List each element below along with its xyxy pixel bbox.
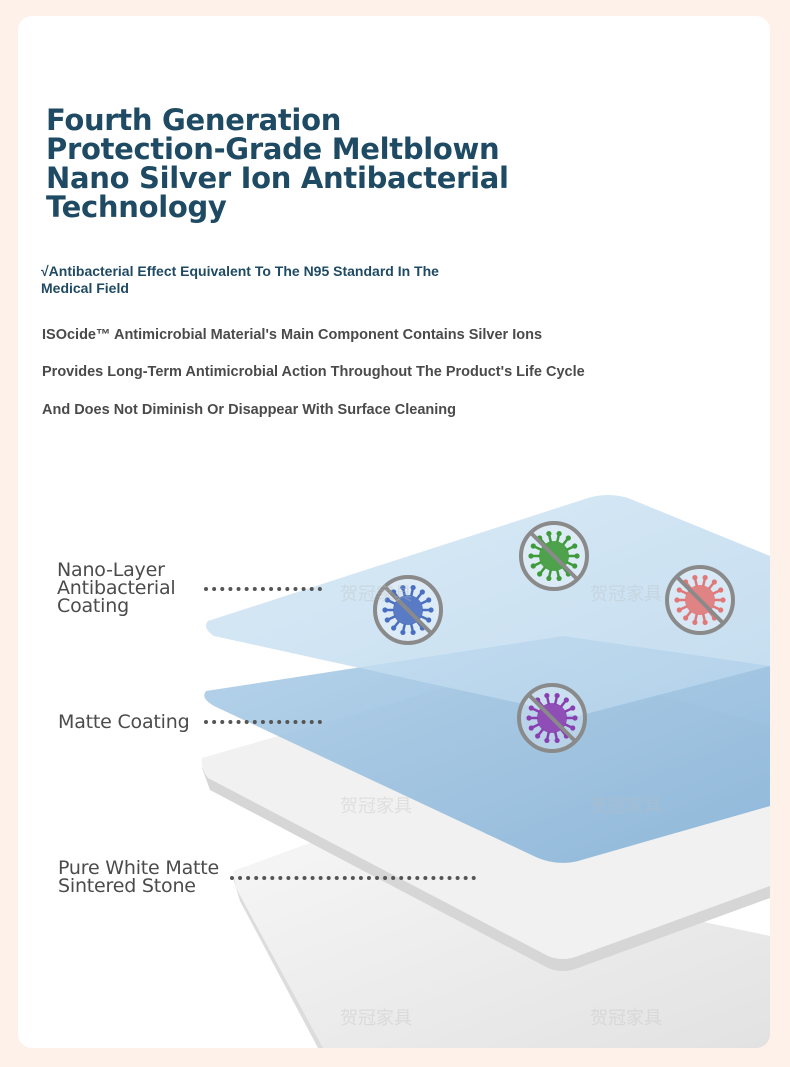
description-line-1: ISOcide™ Antimicrobial Material's Main C… — [42, 327, 543, 343]
matte-coating-leader-line — [204, 720, 322, 724]
watermark-3: 贺冠家具 — [340, 796, 412, 817]
purple-virus-icon — [517, 683, 587, 753]
nano-layer-leader-line — [204, 587, 322, 591]
sintered-stone-lower — [233, 840, 770, 1048]
green-virus-icon — [519, 521, 589, 591]
layer-stack-illustration: 贺冠家具 贺冠家具 贺冠家具 贺冠家具 贺冠家具 贺冠家具 — [201, 495, 770, 1048]
description-line-2: Provides Long-Term Antimicrobial Action … — [42, 364, 585, 380]
product-card: Fourth Generation Protection-Grade Meltb… — [18, 16, 770, 1048]
sintered-stone-label: Pure White Matte Sintered Stone — [58, 857, 219, 897]
description-line-3: And Does Not Diminish Or Disappear With … — [42, 402, 456, 418]
matte-coating-label: Matte Coating — [58, 711, 190, 733]
red-virus-icon — [665, 565, 735, 635]
watermark-1: 贺冠家具 — [340, 584, 412, 605]
watermark-6: 贺冠家具 — [590, 1008, 662, 1029]
blue-virus-icon — [373, 575, 443, 645]
nano-layer-coating — [206, 495, 770, 716]
watermark-5: 贺冠家具 — [340, 1008, 412, 1029]
nano-layer-label: Nano-Layer Antibacterial Coating — [57, 559, 176, 617]
sintered-stone-leader-line — [230, 876, 476, 880]
watermark-4: 贺冠家具 — [590, 796, 662, 817]
watermark-2: 贺冠家具 — [590, 584, 662, 605]
headline: Fourth Generation Protection-Grade Meltb… — [46, 103, 509, 224]
n95-claim: √Antibacterial Effect Equivalent To The … — [41, 263, 439, 296]
